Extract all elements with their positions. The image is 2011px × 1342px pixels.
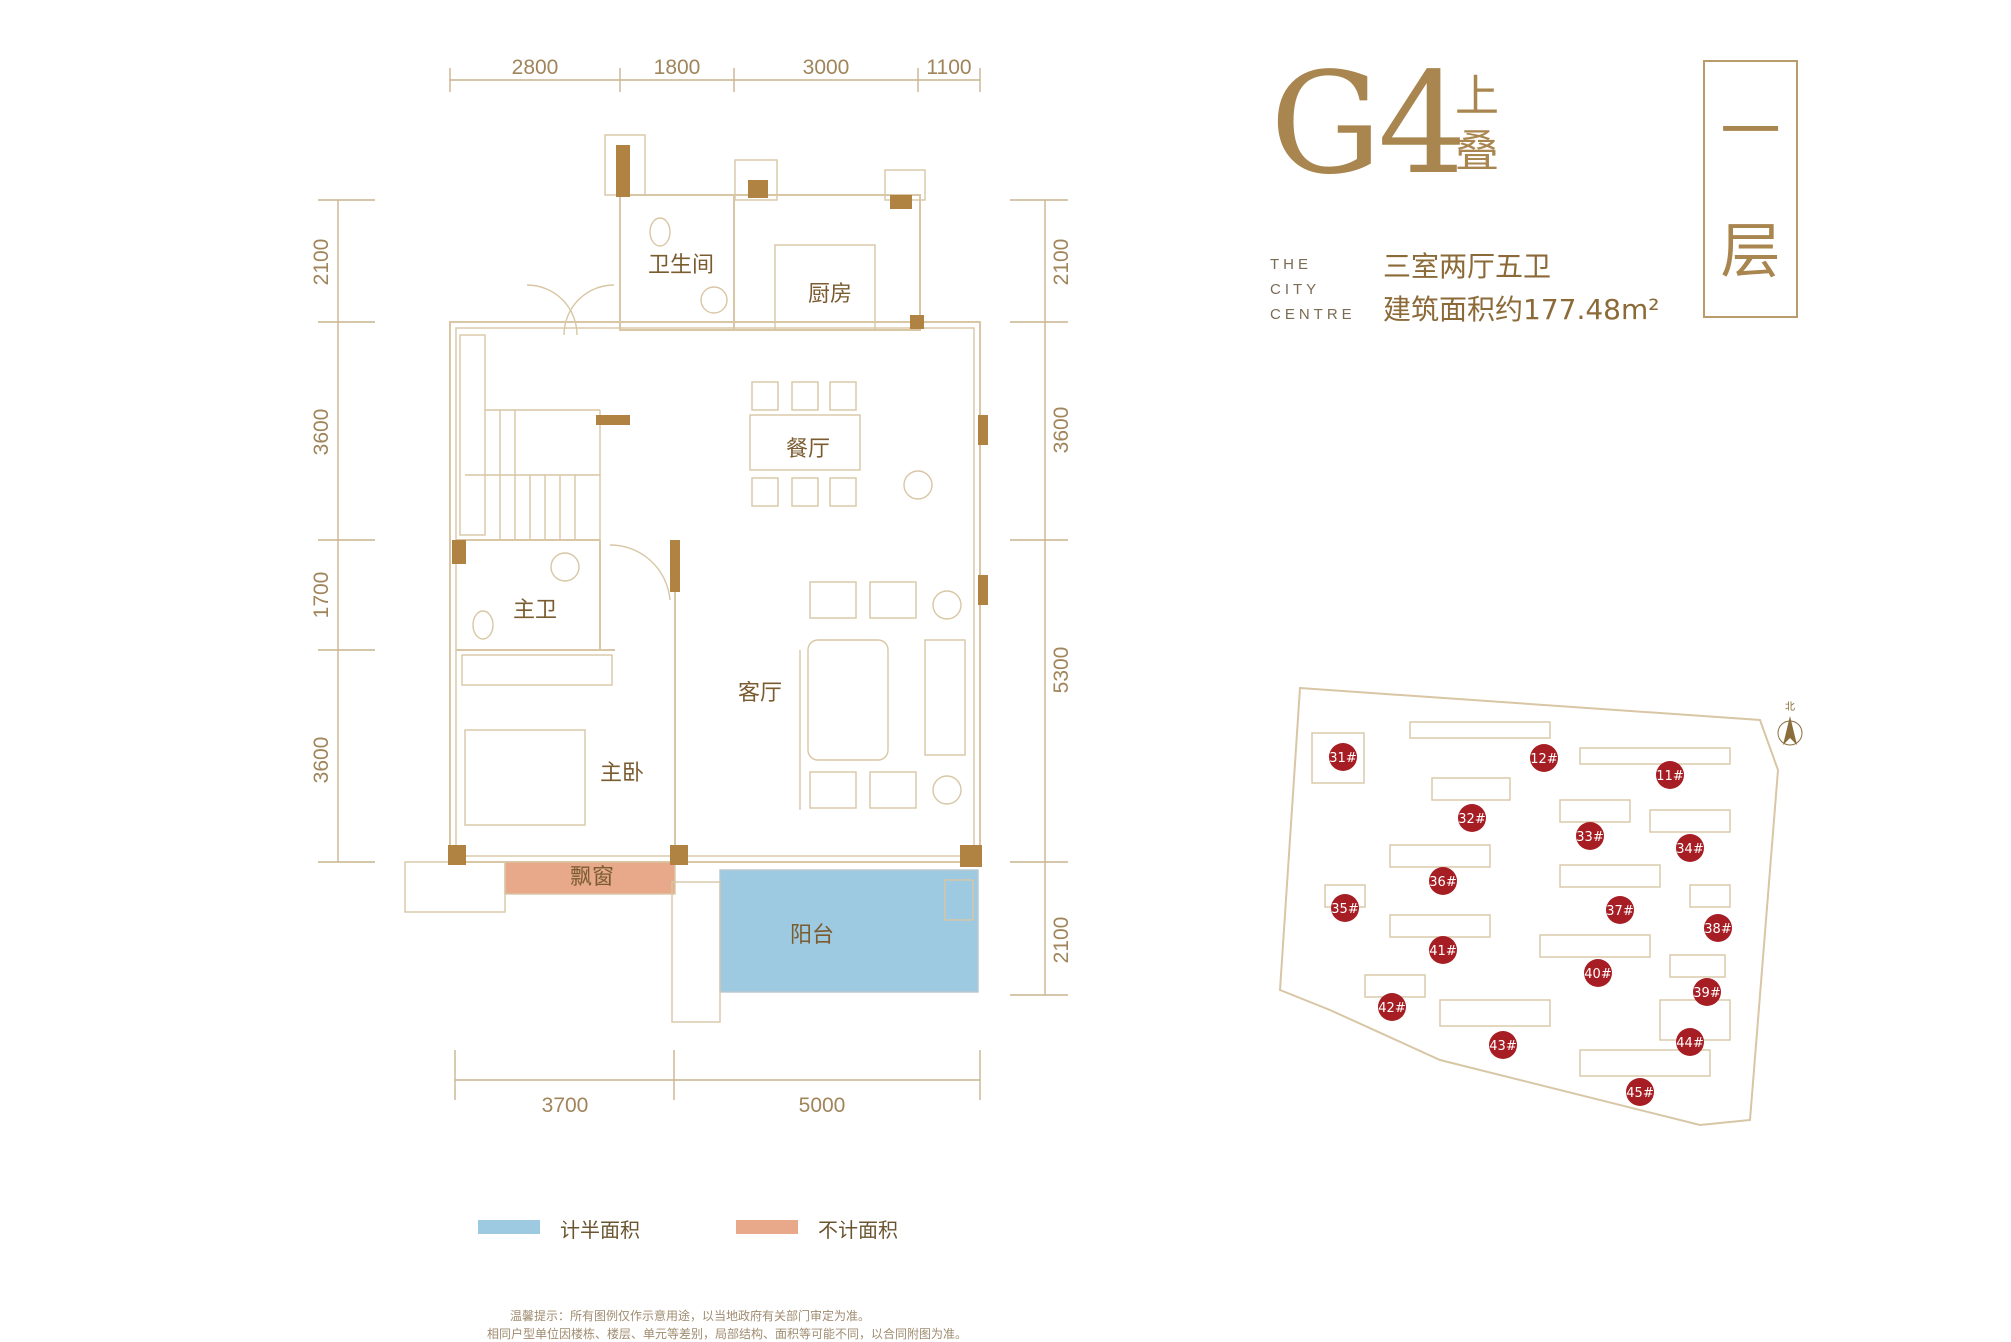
building-marker-41 [1429, 936, 1457, 964]
building-marker-label: 45# [1626, 1086, 1653, 1101]
dimension-right: 2100 3600 5300 2100 [1010, 199, 1073, 996]
floor-char-1: 一 [1720, 97, 1781, 167]
building-marker-36 [1429, 867, 1457, 895]
building-marker-label: 38# [1704, 922, 1731, 937]
floor-char-2: 层 [1720, 217, 1781, 287]
label-living: 客厅 [738, 681, 782, 706]
room-labels: 卫生间 厨房 餐厅 主卫 客厅 主卧 飘窗 阳台 [513, 253, 852, 948]
building-marker-42 [1378, 993, 1406, 1021]
building-marker-44 [1676, 1028, 1704, 1056]
building-marker-33 [1576, 822, 1604, 850]
building-marker-31 [1329, 743, 1357, 771]
building-marker-label: 35# [1331, 902, 1358, 917]
building-marker-label: 40# [1584, 967, 1611, 982]
building-marker-35 [1331, 894, 1359, 922]
disclaimer-line-1: 温馨提示：所有图例仅作示意用途，以当地政府有关部门审定为准。 [510, 1309, 871, 1323]
building-marker-label: 31# [1329, 751, 1356, 766]
brand-line-2: CITY [1270, 281, 1321, 298]
label-bay-window: 飘窗 [570, 865, 614, 890]
building-marker-37 [1606, 896, 1634, 924]
building-marker-11 [1656, 761, 1684, 789]
building-marker-12 [1530, 744, 1558, 772]
legend-swatch-none [736, 1220, 798, 1234]
site-plan: 北 31# 12# 11# 32# 33# 34# 36# 35# 37# 38# 41# 40# 39… [1278, 686, 1803, 1127]
brand-text: THE CITY CENTRE [1270, 252, 1356, 327]
building-marker-label: 42# [1378, 1001, 1405, 1016]
building-marker-38 [1704, 914, 1732, 942]
building-marker-label: 11# [1656, 769, 1683, 784]
floor-label-box: 一 层 [1703, 60, 1798, 318]
building-marker-43 [1489, 1031, 1517, 1059]
dim-top-3: 3000 [803, 56, 850, 79]
dimension-top: 2800 1800 3000 1100 [449, 56, 981, 92]
dim-right-3: 5300 [1050, 647, 1073, 694]
building-marker-34 [1676, 834, 1704, 862]
label-kitchen: 厨房 [808, 282, 852, 307]
brand-line-3: CENTRE [1270, 306, 1356, 323]
room-configuration: 三室两厅五卫 [1383, 250, 1552, 283]
legend-label-none: 不计面积 [818, 1218, 898, 1242]
site-north-arrow: 北 [1777, 701, 1803, 746]
dim-right-1: 2100 [1050, 239, 1073, 286]
label-balcony: 阳台 [790, 923, 834, 948]
building-marker-45 [1626, 1078, 1654, 1106]
building-marker-label: 37# [1606, 904, 1633, 919]
site-building-markers: 31# 12# 11# 32# 33# 34# 36# 35# 37# 38# 41# 40# 39# 4… [1329, 743, 1732, 1106]
dim-bottom-1: 3700 [542, 1094, 589, 1117]
building-marker-32 [1458, 804, 1486, 832]
dim-top-4: 1100 [926, 56, 971, 79]
dim-left-3: 1700 [310, 572, 333, 619]
building-area: 建筑面积约177.48m² [1383, 293, 1660, 326]
site-north-label: 北 [1785, 701, 1795, 713]
dim-top-1: 2800 [512, 56, 559, 79]
dim-left-4: 3600 [310, 737, 333, 784]
walls [404, 134, 988, 1023]
dimension-bottom: 3700 5000 [454, 1050, 981, 1117]
site-building-blocks [1311, 721, 1731, 1077]
dimension-left: 2100 3600 1700 3600 [310, 199, 375, 863]
legend-label-half: 计半面积 [560, 1218, 640, 1242]
building-marker-label: 39# [1693, 986, 1720, 1001]
brand-line-1: THE [1270, 256, 1312, 273]
building-marker-label: 33# [1576, 830, 1603, 845]
label-master-bedroom: 主卧 [600, 761, 644, 786]
building-marker-label: 41# [1429, 944, 1456, 959]
building-marker-label: 32# [1458, 812, 1485, 827]
variant-char-2: 叠 [1455, 126, 1499, 177]
building-marker-label: 34# [1676, 842, 1703, 857]
dim-left-2: 3600 [310, 409, 333, 456]
variant-char-1: 上 [1455, 71, 1499, 122]
label-dining: 餐厅 [786, 437, 830, 462]
building-marker-label: 43# [1489, 1039, 1516, 1054]
building-marker-label: 36# [1429, 875, 1456, 890]
model-title: G4 [1270, 43, 1467, 206]
dim-bottom-2: 5000 [799, 1094, 846, 1117]
legend-swatch-half [478, 1220, 540, 1234]
building-marker-39 [1693, 978, 1721, 1006]
dim-left-1: 2100 [310, 239, 333, 286]
dim-right-2: 3600 [1050, 407, 1073, 454]
dim-right-4: 2100 [1050, 917, 1073, 964]
building-marker-label: 44# [1676, 1036, 1703, 1051]
building-marker-label: 12# [1530, 752, 1557, 767]
label-master-bath: 主卫 [513, 598, 557, 623]
dim-top-2: 1800 [654, 56, 701, 79]
building-marker-40 [1584, 959, 1612, 987]
disclaimer-line-2: 相同户型单位因楼栋、楼层、单元等差别，局部结构、面积等可能不同，以合同附图为准。 [487, 1327, 968, 1341]
label-bathroom: 卫生间 [648, 253, 714, 278]
